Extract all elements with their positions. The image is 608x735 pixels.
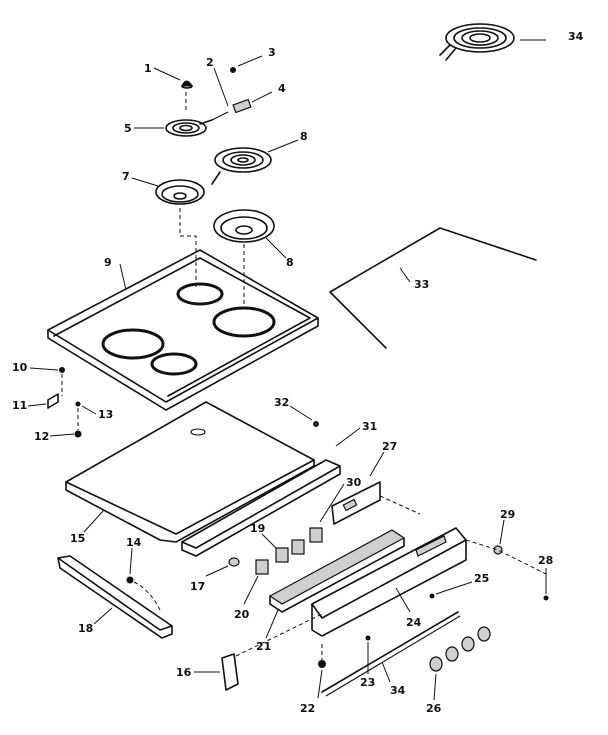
part-4-terminal-block[interactable]: [211, 98, 252, 121]
callout-5: 5: [124, 122, 132, 135]
part-17-knob[interactable]: [228, 557, 240, 567]
part-27-switch-bracket[interactable]: [331, 481, 381, 525]
callout-10: 10: [12, 361, 28, 374]
part-31-trim-strip[interactable]: [181, 459, 341, 557]
callout-9: 9: [104, 256, 112, 269]
part-20-switch[interactable]: [255, 559, 269, 575]
part-13-clip[interactable]: [75, 401, 81, 407]
part-30-switch[interactable]: [309, 527, 323, 543]
callout-34-bottom: 34: [390, 684, 406, 697]
callout-26: 26: [426, 702, 442, 715]
part-14-screw[interactable]: [126, 576, 134, 584]
part-15-burner-box[interactable]: [65, 401, 315, 543]
callout-8-lower: 8: [286, 256, 294, 269]
callout-18: 18: [78, 622, 93, 635]
callout-11: 11: [12, 399, 27, 412]
callout-23: 23: [360, 676, 375, 689]
part-25-screw[interactable]: [429, 593, 435, 599]
part-33-support-rod[interactable]: [329, 227, 537, 349]
part-8-large-drip-pan[interactable]: [213, 209, 275, 243]
callout-34-top: 34: [568, 30, 584, 43]
callout-15: 15: [70, 532, 85, 545]
callout-31: 31: [362, 420, 377, 433]
part-9-cooktop[interactable]: [47, 249, 319, 411]
part-23-screw[interactable]: [365, 635, 371, 641]
part-12-nut[interactable]: [74, 430, 82, 438]
callout-17: 17: [190, 580, 205, 593]
callout-19: 19: [250, 522, 265, 535]
part-22-nut[interactable]: [318, 660, 326, 668]
callout-13: 13: [98, 408, 113, 421]
part-34-rod[interactable]: [321, 611, 461, 697]
callout-22: 22: [300, 702, 315, 715]
part-16-bracket[interactable]: [221, 653, 239, 691]
part-11-bracket[interactable]: [47, 393, 59, 409]
part-26-knobs[interactable]: [429, 626, 491, 672]
callout-4: 4: [278, 82, 286, 95]
callout-12: 12: [34, 430, 49, 443]
callout-2: 2: [206, 56, 214, 69]
part-28-screw[interactable]: [543, 595, 549, 601]
callout-25: 25: [474, 572, 489, 585]
callout-33: 33: [414, 278, 429, 291]
part-1-cap[interactable]: [181, 80, 193, 89]
part-10-screw[interactable]: [59, 367, 65, 373]
part-32-screw[interactable]: [313, 421, 319, 427]
callout-20: 20: [234, 608, 250, 621]
surface-element-spare[interactable]: [439, 23, 515, 61]
callout-24: 24: [406, 616, 422, 629]
part-8-large-element[interactable]: [211, 147, 272, 185]
callout-1: 1: [144, 62, 152, 75]
callout-32: 32: [274, 396, 289, 409]
callout-3: 3: [268, 46, 276, 59]
callout-8-upper: 8: [300, 130, 308, 143]
part-19-switches[interactable]: [275, 539, 305, 563]
callout-27: 27: [382, 440, 397, 453]
part-7-small-drip-pan[interactable]: [155, 179, 205, 205]
callout-28: 28: [538, 554, 553, 567]
callout-14: 14: [126, 536, 142, 549]
part-29-grommet[interactable]: [493, 545, 503, 555]
callout-16: 16: [176, 666, 192, 679]
part-18-front-trim[interactable]: [57, 555, 173, 639]
callout-30: 30: [346, 476, 362, 489]
callout-29: 29: [500, 508, 515, 521]
part-5-small-element[interactable]: [165, 119, 213, 137]
callout-21: 21: [256, 640, 271, 653]
callout-7: 7: [122, 170, 130, 183]
part-3-screw[interactable]: [230, 67, 236, 73]
part-21-control-panel[interactable]: [268, 529, 406, 613]
